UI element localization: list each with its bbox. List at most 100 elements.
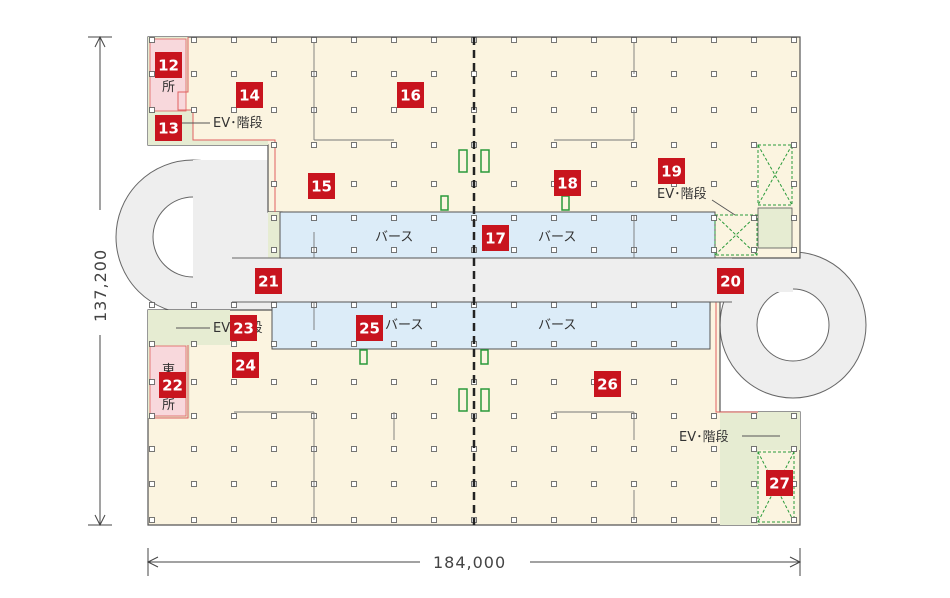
column-marker <box>631 302 637 308</box>
column-marker <box>431 215 437 221</box>
column-marker <box>671 413 677 419</box>
column-marker <box>351 302 357 308</box>
area-badge-label: 23 <box>233 320 254 338</box>
ev-stairs-label-1: EV･階段 <box>213 116 263 131</box>
column-marker <box>271 302 277 308</box>
column-marker <box>391 247 397 253</box>
column-marker <box>391 71 397 77</box>
area-badge-20: 20 <box>717 268 744 294</box>
column-marker <box>551 71 557 77</box>
area-badge-label: 14 <box>239 87 260 105</box>
column-marker <box>431 142 437 148</box>
toilet-label-top: 所 <box>162 80 175 95</box>
column-marker <box>591 215 597 221</box>
bus-label-1: バース <box>375 230 413 245</box>
column-marker <box>511 481 517 487</box>
column-marker <box>351 379 357 385</box>
column-marker <box>551 341 557 347</box>
column-marker <box>511 413 517 419</box>
column-marker <box>511 302 517 308</box>
column-marker <box>231 107 237 113</box>
column-marker <box>149 446 155 452</box>
column-marker <box>751 247 757 253</box>
column-marker <box>551 107 557 113</box>
column-marker <box>231 413 237 419</box>
column-marker <box>231 37 237 43</box>
column-marker <box>391 37 397 43</box>
column-marker <box>149 302 155 308</box>
column-marker <box>711 181 717 187</box>
column-marker <box>311 341 317 347</box>
column-marker <box>149 71 155 77</box>
column-marker <box>231 71 237 77</box>
column-marker <box>511 517 517 523</box>
area-badge-label: 26 <box>597 376 618 394</box>
column-marker <box>311 215 317 221</box>
column-marker <box>149 517 155 523</box>
column-marker <box>591 446 597 452</box>
column-marker <box>271 71 277 77</box>
column-marker <box>591 71 597 77</box>
column-marker <box>431 37 437 43</box>
column-marker <box>511 247 517 253</box>
area-badge-label: 21 <box>258 273 279 291</box>
column-marker <box>271 247 277 253</box>
column-marker <box>149 379 155 385</box>
column-marker <box>311 379 317 385</box>
column-marker <box>351 481 357 487</box>
column-marker <box>271 37 277 43</box>
column-marker <box>271 181 277 187</box>
column-marker <box>751 37 757 43</box>
column-marker <box>431 247 437 253</box>
column-marker <box>471 71 477 77</box>
column-marker <box>631 341 637 347</box>
area-badge-22: 22 <box>159 372 186 398</box>
column-marker <box>711 71 717 77</box>
column-marker <box>751 107 757 113</box>
column-marker <box>751 446 757 452</box>
column-marker <box>631 446 637 452</box>
column-marker <box>149 481 155 487</box>
area-badge-label: 16 <box>400 87 421 105</box>
bus-label-4: バース <box>538 318 576 333</box>
column-marker <box>511 107 517 113</box>
column-marker <box>351 107 357 113</box>
column-marker <box>431 341 437 347</box>
area-badge-18: 18 <box>554 170 581 196</box>
column-marker <box>149 107 155 113</box>
column-marker <box>351 446 357 452</box>
column-marker <box>631 379 637 385</box>
ramp-right <box>719 251 867 399</box>
column-marker <box>391 107 397 113</box>
column-marker <box>671 481 677 487</box>
doors <box>359 149 570 412</box>
area-badge-label: 17 <box>485 230 506 248</box>
column-marker <box>351 37 357 43</box>
column-marker <box>791 181 797 187</box>
column-marker <box>511 71 517 77</box>
column-marker <box>191 37 197 43</box>
area-badge-16: 16 <box>397 82 424 108</box>
column-marker <box>671 379 677 385</box>
column-marker <box>791 71 797 77</box>
column-marker <box>271 142 277 148</box>
column-marker <box>391 481 397 487</box>
area-badge-17: 17 <box>482 225 509 251</box>
column-marker <box>751 517 757 523</box>
column-marker <box>191 302 197 308</box>
column-marker <box>671 71 677 77</box>
column-marker <box>591 181 597 187</box>
width-dimension-label: 184,000 <box>433 553 506 572</box>
column-marker <box>711 142 717 148</box>
column-marker <box>311 142 317 148</box>
area-badge-23: 23 <box>230 315 257 341</box>
column-marker <box>591 107 597 113</box>
column-marker <box>149 341 155 347</box>
ev-stairs-label-4: EV･階段 <box>679 430 729 445</box>
column-marker <box>431 302 437 308</box>
column-marker <box>191 71 197 77</box>
area-badge-21: 21 <box>255 268 282 294</box>
column-marker <box>511 341 517 347</box>
column-marker <box>431 413 437 419</box>
